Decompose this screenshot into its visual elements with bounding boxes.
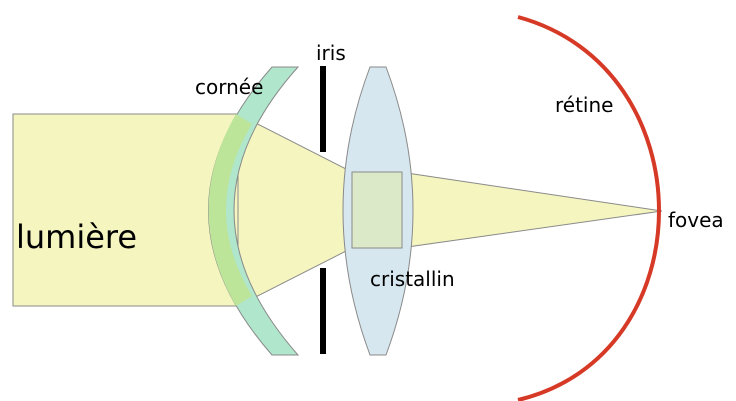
label-iris: iris xyxy=(316,41,346,65)
cornea-beam-overlap xyxy=(208,114,252,306)
light-beam-converging xyxy=(237,113,353,307)
retina-arc xyxy=(517,15,661,401)
iris-lower xyxy=(320,268,326,354)
light-beam-focused xyxy=(399,171,663,249)
lens-beam-overlap xyxy=(351,171,403,249)
label-lens: cristallin xyxy=(370,267,455,291)
label-light: lumière xyxy=(16,218,137,256)
label-cornea: cornée xyxy=(195,75,263,99)
label-fovea: fovea xyxy=(668,208,724,232)
label-retina: rétine xyxy=(555,93,613,117)
iris-upper xyxy=(320,66,326,152)
